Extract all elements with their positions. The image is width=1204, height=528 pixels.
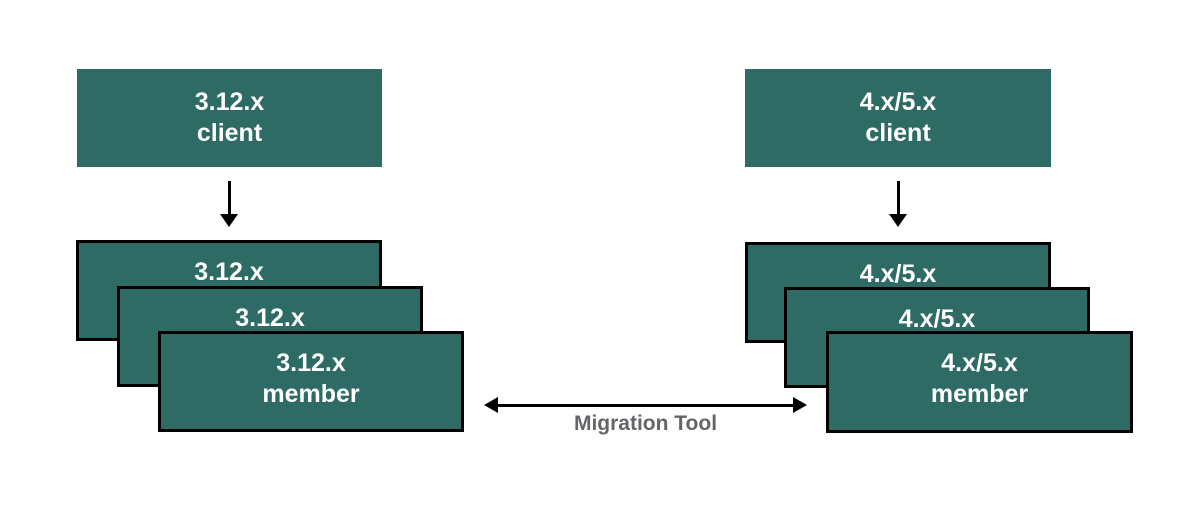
left-down-arrow <box>219 181 239 227</box>
left-member-box-front: 3.12.x member <box>158 331 464 432</box>
left-member-back-version: 3.12.x <box>194 258 264 286</box>
right-member-front-role: member <box>930 380 1029 408</box>
arrow-right-head-icon <box>793 397 807 413</box>
left-member-front-version: 3.12.x <box>276 349 346 377</box>
right-down-arrow <box>888 181 908 227</box>
arrow-left-head-icon <box>484 397 498 413</box>
left-client-box: 3.12.x client <box>77 69 382 167</box>
right-down-arrow-head <box>889 214 907 227</box>
right-client-role: client <box>865 119 931 147</box>
arrow-shaft <box>498 403 793 407</box>
left-client-version: 3.12.x <box>194 88 265 116</box>
left-member-middle-version: 3.12.x <box>235 304 305 332</box>
right-client-box: 4.x/5.x client <box>745 69 1051 167</box>
left-client-role: client <box>196 119 263 147</box>
right-down-arrow-shaft <box>896 181 900 214</box>
left-down-arrow-head <box>220 214 238 227</box>
left-down-arrow-shaft <box>227 181 231 214</box>
migration-tool-label: Migration Tool <box>573 412 718 435</box>
migration-double-arrow <box>484 397 807 413</box>
left-member-front-role: member <box>262 380 360 408</box>
right-member-back-version: 4.x/5.x <box>859 260 937 288</box>
right-member-middle-version: 4.x/5.x <box>898 305 976 333</box>
right-client-version: 4.x/5.x <box>859 88 937 116</box>
right-member-box-front: 4.x/5.x member <box>826 331 1133 433</box>
right-member-front-version: 4.x/5.x <box>941 349 1018 377</box>
